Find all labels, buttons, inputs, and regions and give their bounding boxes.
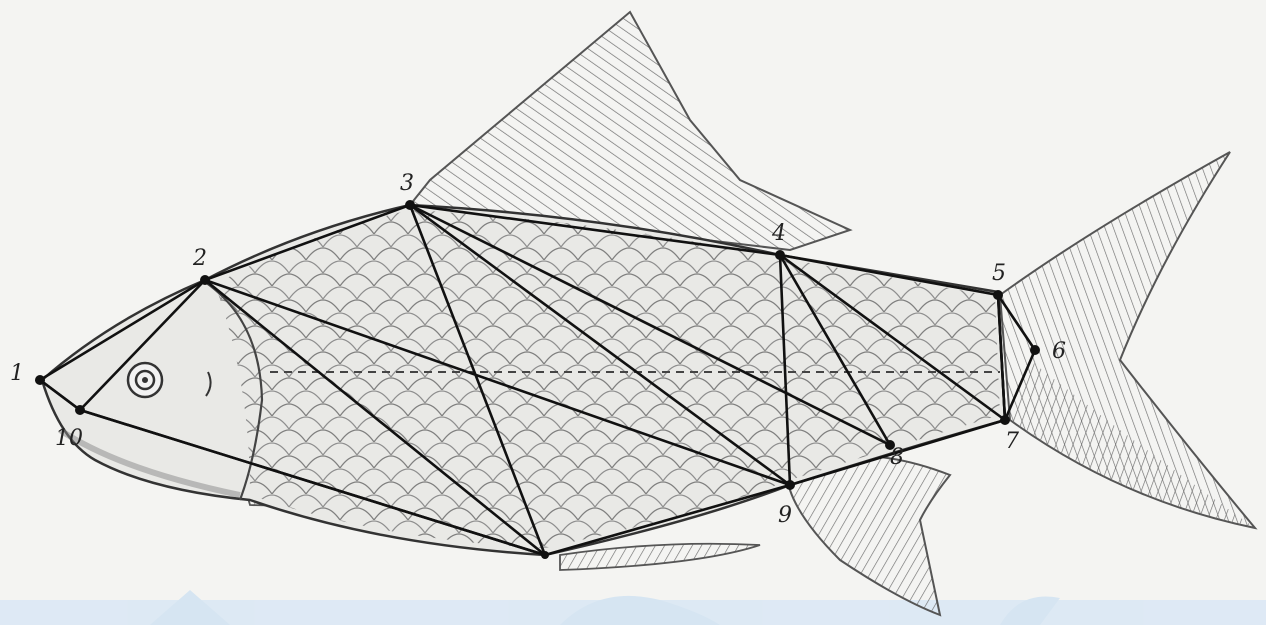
landmark-label-10: 10 <box>55 426 83 451</box>
landmark-point-10 <box>75 405 85 415</box>
landmark-point-5 <box>993 290 1003 300</box>
landmark-label-2: 2 <box>192 246 207 271</box>
landmark-point-ventral <box>541 551 549 559</box>
anal-fin <box>560 544 760 570</box>
eye <box>128 363 162 397</box>
landmark-point-4 <box>775 250 785 260</box>
landmark-label-1: 1 <box>10 361 24 386</box>
landmark-label-5: 5 <box>992 261 1006 286</box>
landmark-label-7: 7 <box>1005 429 1019 454</box>
landmark-label-4: 4 <box>771 221 786 246</box>
landmark-point-3 <box>405 200 415 210</box>
landmark-label-9: 9 <box>778 503 792 528</box>
landmark-point-9 <box>785 480 795 490</box>
watermark <box>0 590 1266 625</box>
landmark-point-2 <box>200 275 210 285</box>
landmark-point-1 <box>35 375 45 385</box>
landmark-point-7 <box>1000 415 1010 425</box>
pelvic-fin <box>790 456 950 615</box>
landmark-label-3: 3 <box>400 171 414 196</box>
landmark-label-6: 6 <box>1052 339 1066 364</box>
landmark-label-8: 8 <box>890 445 904 470</box>
landmark-point-6 <box>1030 345 1040 355</box>
